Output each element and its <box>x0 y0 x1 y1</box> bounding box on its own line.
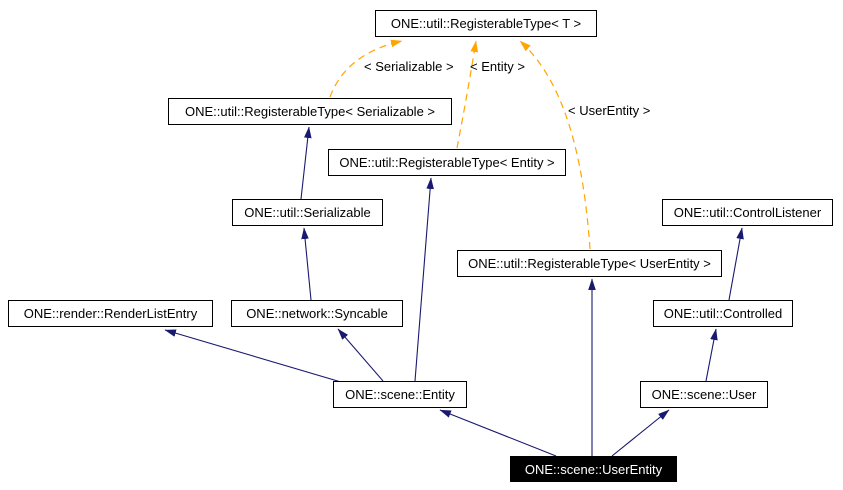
node-one-util-controlled[interactable]: ONE::util::Controlled <box>653 300 793 327</box>
edge-entity-to-syncable <box>337 328 384 382</box>
edge-user-to-controlled <box>705 328 718 382</box>
edge-entity-to-renderlistentry <box>164 329 342 383</box>
node-one-util-registerabletype-userentity[interactable]: ONE::util::RegisterableType< UserEntity … <box>457 250 722 277</box>
node-one-util-controllistener[interactable]: ONE::util::ControlListener <box>662 199 833 226</box>
node-one-scene-entity[interactable]: ONE::scene::Entity <box>333 381 467 408</box>
edge-registerabletype-entity-to-template <box>456 40 478 149</box>
edge-userentity-to-user <box>611 409 670 457</box>
edge-serializable-to-registerabletype-serializable <box>300 126 312 200</box>
edge-entity-to-registerabletype-entity <box>414 177 434 382</box>
template-edge-label-entity: < Entity > <box>470 59 525 74</box>
node-one-render-renderlistentry[interactable]: ONE::render::RenderListEntry <box>8 300 213 327</box>
edge-registerabletype-userentity-to-template <box>519 40 591 250</box>
node-one-network-syncable[interactable]: ONE::network::Syncable <box>231 300 403 327</box>
node-one-util-registerabletype-entity[interactable]: ONE::util::RegisterableType< Entity > <box>328 149 566 176</box>
edge-syncable-to-serializable <box>301 227 312 301</box>
edge-userentity-to-entity <box>439 409 557 457</box>
template-edge-label-serializable: < Serializable > <box>364 59 454 74</box>
node-one-util-registerabletype-serializable[interactable]: ONE::util::RegisterableType< Serializabl… <box>168 98 452 125</box>
node-one-scene-userentity-current: ONE::scene::UserEntity <box>510 456 677 482</box>
node-one-scene-user[interactable]: ONE::scene::User <box>640 381 768 408</box>
template-edge-label-userentity: < UserEntity > <box>568 103 651 118</box>
edge-controlled-to-controllistener <box>728 227 744 301</box>
node-one-util-registerabletype-t[interactable]: ONE::util::RegisterableType< T > <box>375 10 597 37</box>
node-one-util-serializable[interactable]: ONE::util::Serializable <box>232 199 383 226</box>
